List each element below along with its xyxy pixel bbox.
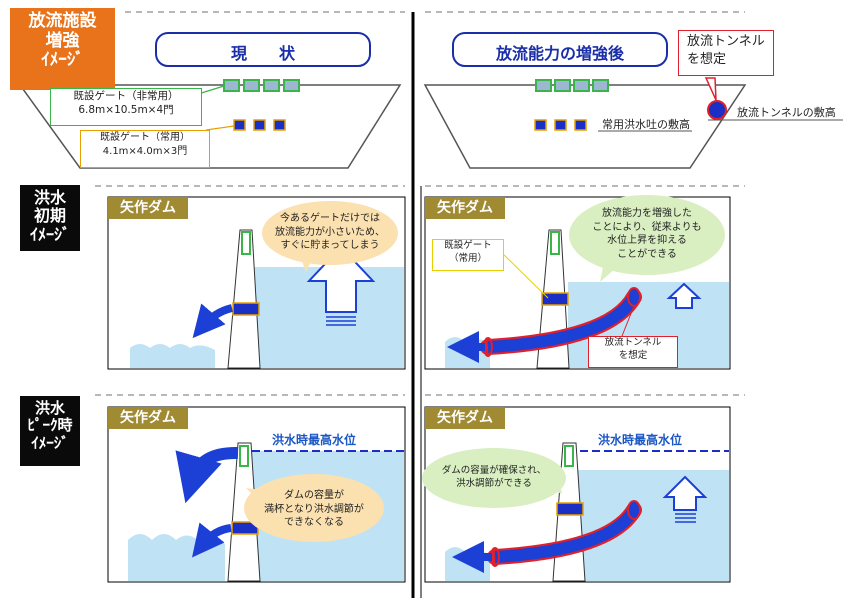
peak-water-after (568, 470, 729, 581)
tunnel-assumed-callout: 放流トンネル を想定 (678, 30, 774, 76)
dam-name-initial-current: 矢作ダム (108, 197, 188, 219)
dam-name-initial-after: 矢作ダム (425, 197, 505, 219)
peak-tunnel-after (494, 506, 640, 563)
dam-pier-peak-current (227, 442, 261, 582)
initial-label: 洪水 初期 ｲﾒｰｼﾞ (20, 185, 80, 251)
peak-bubble-after: ダムの容量が確保され、 洪水調節ができる (441, 465, 547, 489)
peak-discharge-arrow-current (192, 522, 232, 558)
tunnel-circle-top (707, 100, 727, 120)
initial-gate-band-after (541, 292, 569, 306)
initial-tunnel-label: 放流トンネル を想定 (588, 336, 678, 368)
initial-bubble-current-shape (262, 201, 398, 265)
header-after-frame (452, 32, 668, 67)
emergency-gates-after (535, 79, 609, 92)
initial-discharge-arrow-current (192, 303, 234, 339)
peak-max-level-after: 洪水時最高水位 (598, 433, 683, 447)
regular-gates-current (233, 119, 286, 131)
initial-tunnel-after (487, 293, 640, 353)
peak-max-level-current: 洪水時最高水位 (272, 433, 357, 447)
peak-waves-after (445, 547, 490, 581)
peak-overflow-arrow-current (175, 446, 239, 504)
tunnel-level-label: 放流トンネルの敷高 (737, 106, 836, 119)
dam-pier-initial-current (227, 229, 261, 369)
initial-bubble-after-shape (569, 195, 725, 275)
initial-waves-current (130, 344, 215, 368)
emergency-gate-callout: 既設ゲート（非常用） 6.8m×10.5m×4門 (50, 88, 202, 126)
normal-outlet-level-label: 常用洪水吐の敷高 (602, 118, 690, 131)
initial-gate-band-current (232, 302, 260, 316)
initial-bubble-current: 今あるゲートだけでは 放流能力が小さいため、 すぐに貯まってしまう (275, 213, 385, 251)
header-current: 現 状 (230, 44, 295, 63)
regular-gates-after (534, 119, 587, 131)
initial-up-arrow-current (306, 245, 376, 313)
peak-bubble-current: ダムの容量が 満杯となり洪水調節が できなくなる (264, 490, 364, 528)
header-current-frame (155, 32, 371, 67)
peak-bubble-current-shape (244, 474, 384, 542)
initial-up-arrow-after (666, 282, 702, 309)
peak-up-arrow-after (662, 475, 708, 511)
emergency-gates-current (223, 79, 300, 92)
dam-name-peak-current: 矢作ダム (108, 407, 188, 429)
peak-label: 洪水 ﾋﾟｰｸ時 ｲﾒｰｼﾞ (20, 396, 80, 466)
peak-gate-band-after (556, 502, 584, 516)
peak-bubble-after-shape (422, 448, 566, 508)
facility-label: 放流施設 増強 ｲﾒｰｼﾞ (10, 8, 115, 90)
header-after: 放流能力の増強後 (495, 44, 624, 63)
initial-bubble-after: 放流能力を増強した ことにより、従来よりも 水位上昇を抑える ことができる (592, 208, 702, 260)
section-separators (95, 11, 745, 396)
initial-gate-label: 既設ゲート （常用） (432, 239, 504, 271)
dam-name-peak-after: 矢作ダム (425, 407, 505, 429)
regular-gate-callout: 既設ゲート（常用） 4.1m×4.0m×3門 (80, 130, 210, 168)
